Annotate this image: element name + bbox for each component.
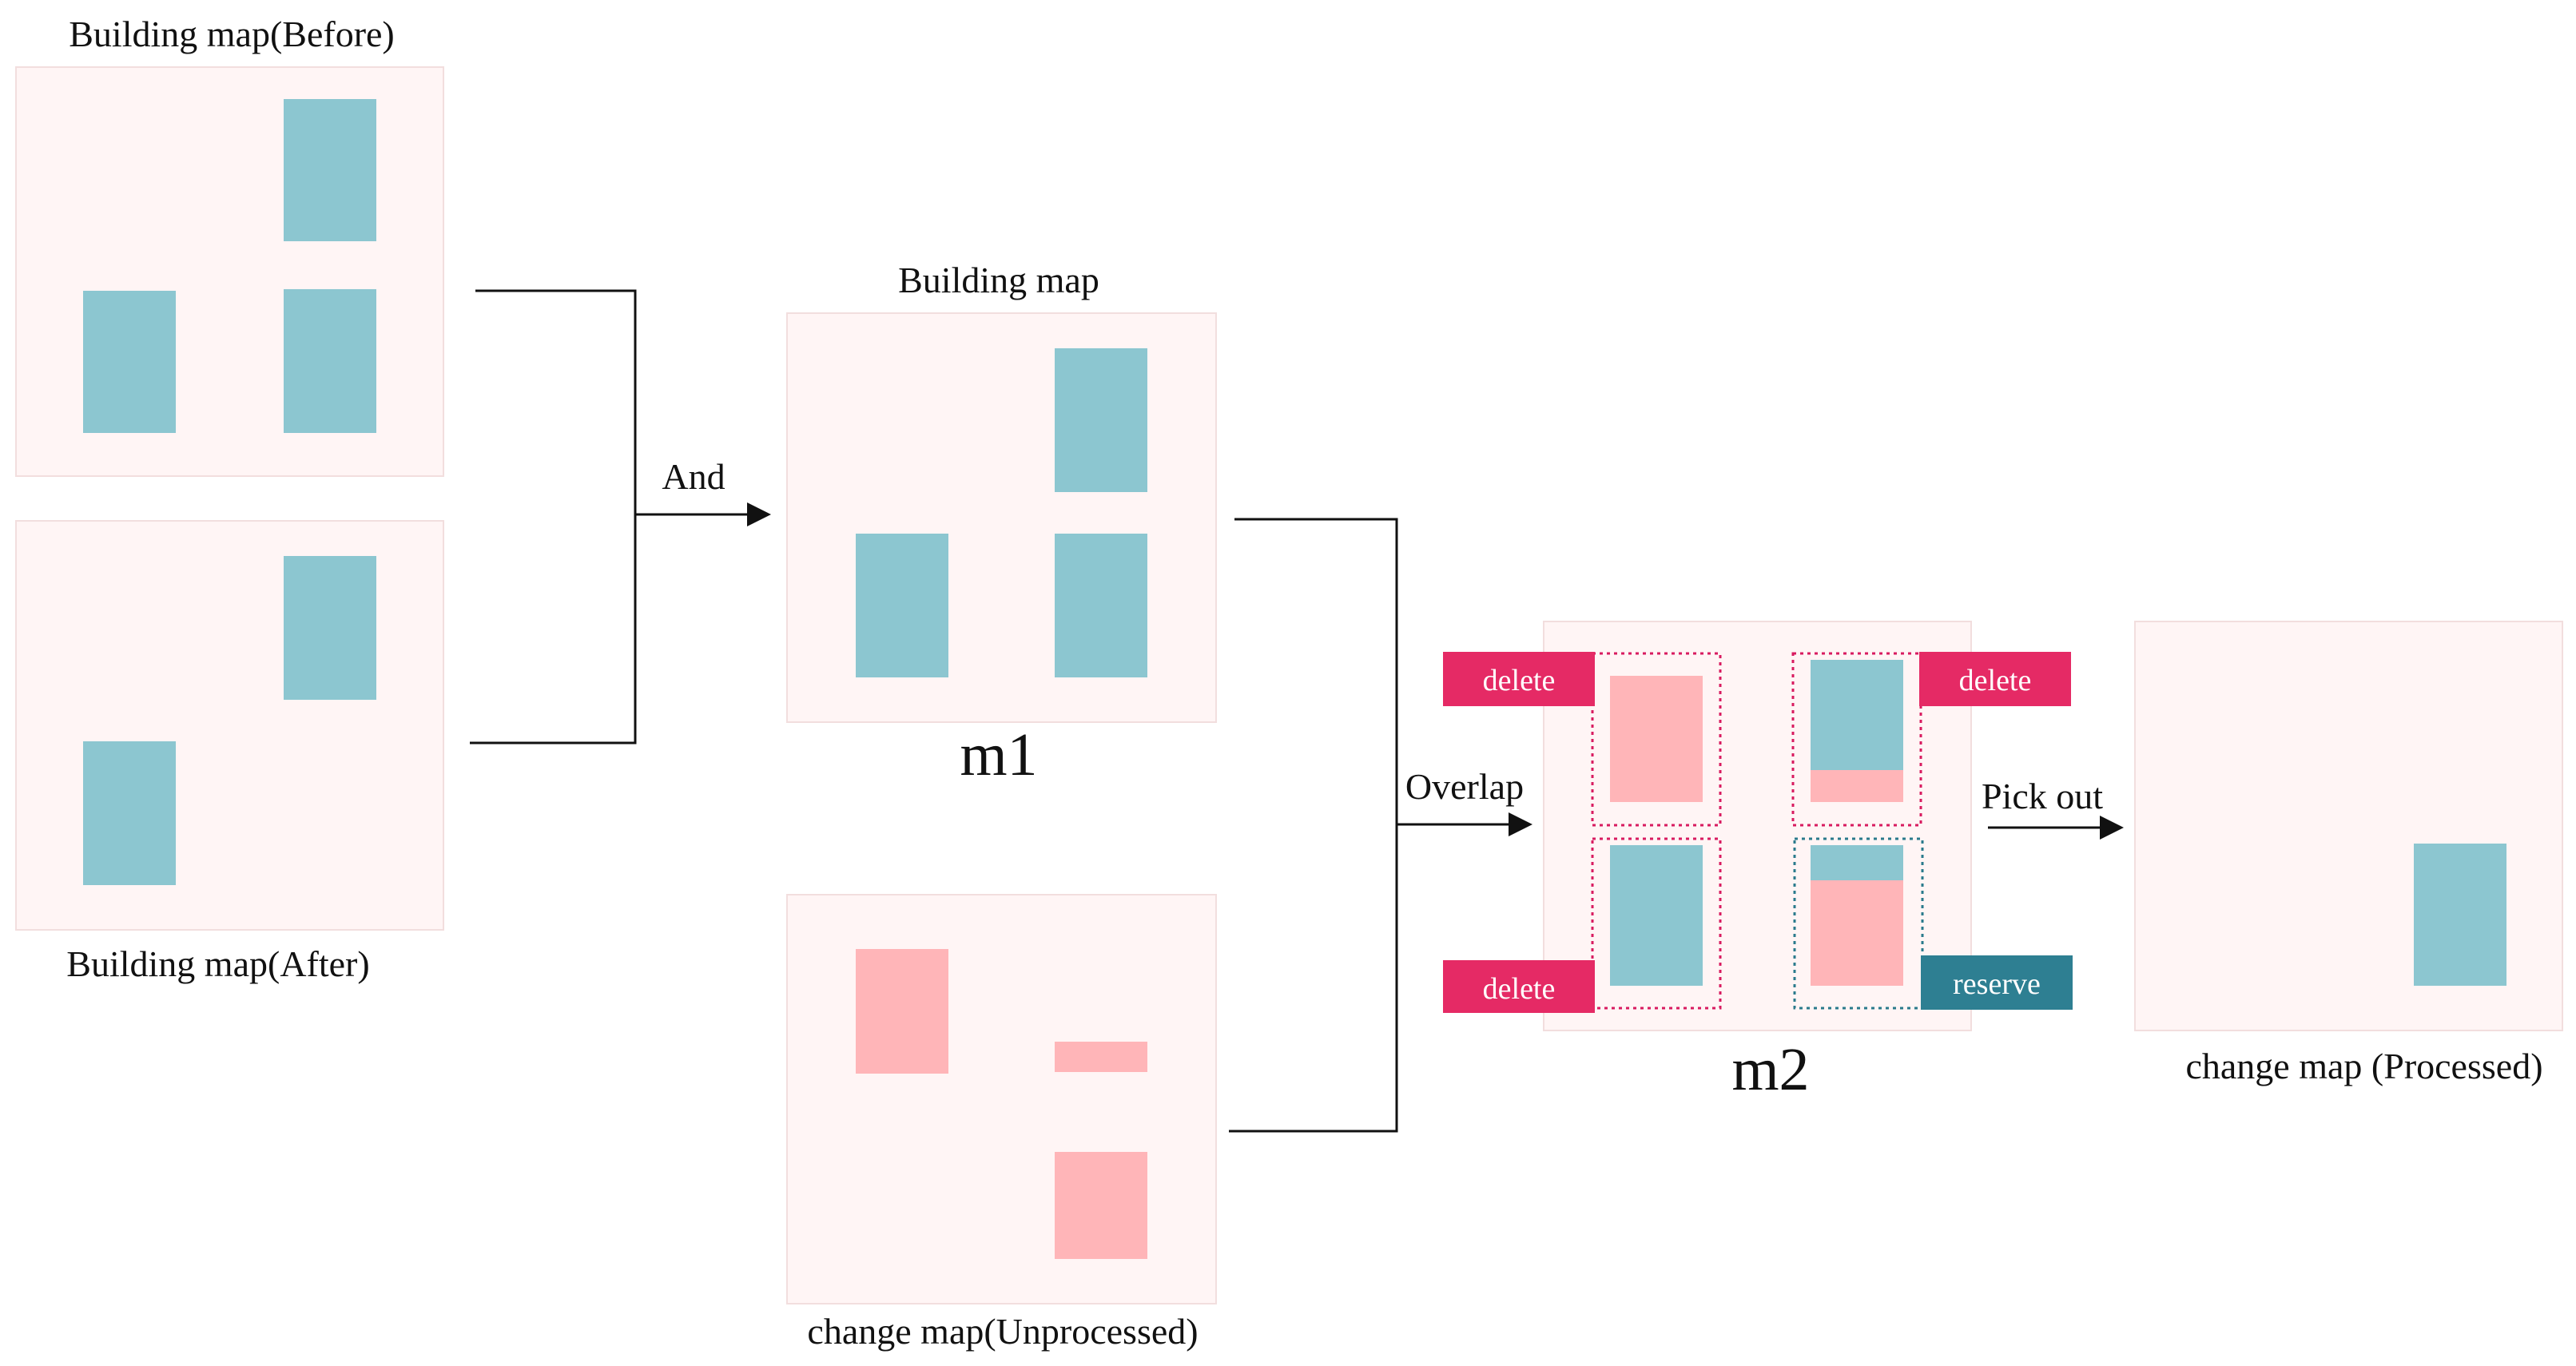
delete-tag-top-right: delete	[1919, 652, 2071, 706]
delete-tag-top-right-bg	[1919, 652, 2071, 706]
reserve-tag-text: reserve	[1953, 967, 2041, 1001]
panel-change-unprocessed-map	[786, 894, 1217, 1304]
m2-building-bottom-right	[1811, 845, 1903, 880]
delete-tag-bottom-left-bg	[1443, 960, 1595, 1013]
panel-m1: Building map m1	[786, 260, 1217, 788]
pick-out-label: Pick out	[1982, 776, 2103, 816]
delete-tag-top-right-text: delete	[1959, 664, 2032, 697]
change-region-thin	[1055, 1042, 1147, 1072]
reserve-tag: reserve	[1921, 955, 2073, 1010]
reserve-tag-bg	[1921, 955, 2073, 1010]
delete-tag-bottom-left: delete	[1443, 960, 1595, 1013]
panel-m2-name: m2	[1731, 1036, 1809, 1103]
m1-building-top-right	[1055, 348, 1147, 492]
panel-m1-name: m1	[960, 721, 1037, 788]
overlap-bracket	[1229, 518, 1398, 1133]
before-building-left	[83, 291, 176, 433]
change-region-bottom-right	[1055, 1152, 1147, 1259]
panel-change-processed-label: change map (Processed)	[2185, 1046, 2542, 1086]
m2-delete-box-top-right	[1791, 652, 1922, 827]
m1-building-left	[856, 534, 948, 677]
overlap-connector: Overlap	[1229, 518, 1532, 1133]
panel-after-label: Building map(After)	[66, 943, 369, 984]
delete-tag-top-left-text: delete	[1483, 664, 1556, 697]
and-label: And	[662, 456, 725, 497]
panel-m1-map	[786, 312, 1217, 723]
before-building-bottom-right	[284, 289, 376, 433]
after-building-left	[83, 741, 176, 885]
panel-before: Building map(Before)	[15, 14, 444, 477]
m2-change-bottom-right	[1811, 880, 1903, 986]
m2-change-top-right	[1811, 770, 1903, 802]
panel-change-unprocessed: change map(Unprocessed)	[786, 894, 1217, 1352]
panel-after-map	[15, 520, 444, 931]
pick-out-connector: Pick out	[1982, 776, 2124, 840]
m2-building-top-right	[1811, 660, 1903, 770]
delete-tag-top-left: delete	[1443, 652, 1595, 706]
m2-reserve-box	[1793, 837, 1924, 1010]
panel-before-label: Building map(Before)	[69, 14, 395, 54]
delete-tag-top-left-bg	[1443, 652, 1595, 706]
m2-delete-box-bottom-left	[1591, 837, 1722, 1010]
panel-before-map	[15, 66, 444, 477]
panel-change-processed: change map (Processed)	[2134, 621, 2563, 1086]
and-bracket	[470, 289, 637, 745]
panel-change-unprocessed-label: change map(Unprocessed)	[807, 1311, 1198, 1352]
and-connector: And	[470, 289, 771, 745]
overlap-label: Overlap	[1405, 766, 1524, 807]
change-region-left	[856, 949, 948, 1074]
m2-building-only-cell	[1610, 845, 1703, 986]
delete-tag-bottom-left-text: delete	[1483, 972, 1556, 1006]
processed-building	[2414, 844, 2506, 986]
m2-delete-box-top-left	[1591, 652, 1722, 827]
panel-after: Building map(After)	[15, 520, 444, 984]
panel-m1-label: Building map	[898, 260, 1099, 300]
m2-change-only-cell	[1610, 676, 1703, 802]
after-building-top-right	[284, 556, 376, 700]
m1-building-bottom-right	[1055, 534, 1147, 677]
before-building-top-right	[284, 99, 376, 241]
panel-m2: delete delete delete reserve m2	[1443, 621, 2073, 1103]
